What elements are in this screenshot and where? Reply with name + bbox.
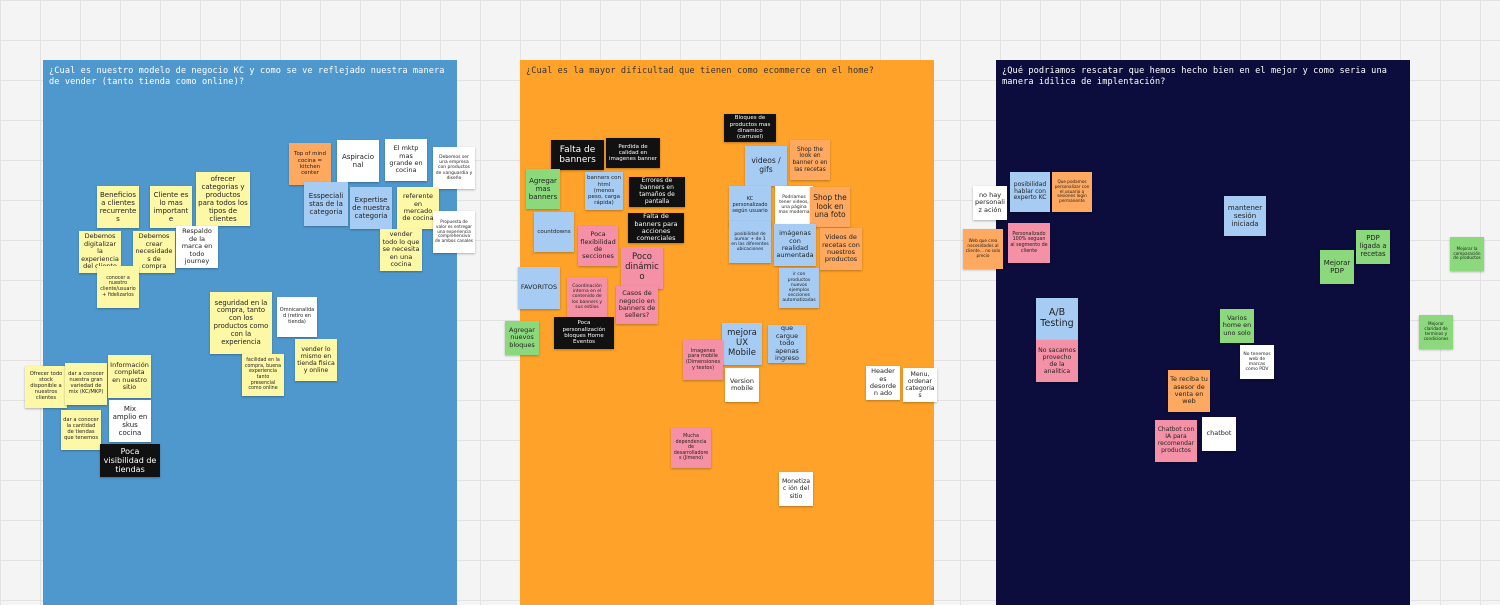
- sticky-note[interactable]: Beneficios a clientes recurrentes: [97, 186, 139, 228]
- sticky-note[interactable]: ofrecer categorias y productos para todo…: [196, 172, 250, 226]
- sticky-note[interactable]: Top of mind cocina = kitchen center: [289, 143, 331, 185]
- sticky-note[interactable]: Información completa en nuestro sitio: [108, 355, 151, 398]
- sticky-note[interactable]: Esspeciali stas de la categoria: [304, 182, 348, 226]
- sticky-note[interactable]: mejora UX Mobile: [722, 323, 762, 365]
- sticky-note[interactable]: Poca personalización bloques Home Evento…: [554, 317, 614, 349]
- sticky-note[interactable]: Poco dinámico: [621, 247, 663, 289]
- sticky-note[interactable]: Imagenes para mobile (Dimensiones y text…: [683, 340, 723, 380]
- sticky-note[interactable]: Errores de banners en tamaños de pantall…: [629, 177, 685, 207]
- sticky-note[interactable]: dar a conocer la cantidad de tiendas que…: [61, 410, 101, 450]
- sticky-note[interactable]: Coordinación interna en el contenido de …: [567, 277, 607, 317]
- sticky-note[interactable]: referente en mercado de cocina: [397, 187, 439, 229]
- sticky-note[interactable]: Monetizac ión del sitio: [779, 472, 813, 506]
- sticky-note[interactable]: Mucha dependencia de desarrolladores (Ji…: [671, 428, 711, 468]
- sticky-note[interactable]: Shop the look en banner o en las recetas: [790, 140, 830, 180]
- sticky-note[interactable]: Mejorar claridad de terminos y condicion…: [1419, 315, 1453, 349]
- sticky-note[interactable]: mantener sesión iniciada: [1224, 196, 1266, 236]
- sticky-note[interactable]: Chatbot con IA para recomendar productos: [1155, 420, 1197, 462]
- sticky-note[interactable]: Perdida de calidad en imagenes banner: [606, 138, 660, 168]
- sticky-note[interactable]: Poca flexibilidad de secciones: [578, 226, 618, 266]
- frame-title: ¿Cual es nuestro modelo de negocio KC y …: [49, 66, 445, 87]
- sticky-note[interactable]: Cliente es lo mas importante: [150, 186, 192, 228]
- sticky-note[interactable]: Agregar nuevos bloques: [505, 321, 539, 355]
- sticky-note[interactable]: Ofrecer todo stock disponible a nuestros…: [25, 366, 67, 408]
- sticky-note[interactable]: Podríamos tener videos, una página mas m…: [775, 186, 813, 224]
- sticky-note[interactable]: Shop the look en una foto: [810, 187, 850, 227]
- sticky-note[interactable]: Videos de recetas con nuestros productos: [820, 228, 862, 270]
- sticky-note[interactable]: PDP ligada a recetas: [1356, 230, 1390, 264]
- sticky-note[interactable]: vender lo mismo en tienda fisica y onlin…: [295, 339, 337, 381]
- sticky-note[interactable]: Expertise de nuestra categoria: [350, 187, 392, 229]
- sticky-note[interactable]: posibilidad de aumar + de 1 en las difer…: [729, 221, 771, 263]
- frame-rescue-ideas[interactable]: ¿Qué podriamos rescatar que hemos hecho …: [996, 60, 1410, 605]
- sticky-note[interactable]: posibilidad hablar con experto KC: [1010, 172, 1050, 212]
- sticky-note[interactable]: Varios home en uno solo: [1220, 309, 1254, 343]
- sticky-note[interactable]: Header es desorden ado: [866, 366, 900, 400]
- sticky-note[interactable]: Debemos crear necesidades de compra: [133, 231, 175, 273]
- sticky-note[interactable]: Omnicanalidad (retiro en tienda): [277, 297, 317, 337]
- sticky-note[interactable]: dar a conocer nuestra gran variedad de m…: [65, 363, 107, 405]
- sticky-note[interactable]: Aspiracio nal: [337, 140, 379, 182]
- sticky-note[interactable]: countdowns: [534, 212, 574, 252]
- sticky-note[interactable]: chatbot: [1202, 417, 1236, 451]
- frame-title: ¿Qué podriamos rescatar que hemos hecho …: [1002, 66, 1387, 87]
- sticky-note[interactable]: KC personalizado según usuario: [729, 186, 771, 226]
- sticky-note[interactable]: vender todo lo que se necesita en una co…: [380, 229, 422, 271]
- sticky-note[interactable]: ir con productos nuevos ejemplos seccion…: [779, 268, 819, 308]
- sticky-note[interactable]: El mktp mas grande en cocina: [385, 139, 427, 181]
- sticky-note[interactable]: imágenas con realidad aumentada: [774, 224, 816, 266]
- sticky-note[interactable]: No tenemos web de marcas como PDV: [1240, 345, 1274, 379]
- sticky-note[interactable]: Poca visibilidad de tiendas: [100, 444, 160, 477]
- sticky-note[interactable]: seguridad en la compra, tanto con los pr…: [210, 292, 272, 354]
- sticky-note[interactable]: conocer a nuestro cliente/usuario + fide…: [97, 266, 139, 308]
- sticky-note[interactable]: Version mobile: [725, 368, 759, 402]
- sticky-note[interactable]: Falta de banners: [551, 140, 604, 170]
- sticky-note[interactable]: Propuesta de valor es entregar una exper…: [433, 211, 475, 253]
- sticky-note[interactable]: A/B Testing: [1036, 298, 1078, 340]
- sticky-note[interactable]: Falta de banners para acciones comercial…: [628, 213, 684, 243]
- sticky-note[interactable]: FAVORITOS: [518, 267, 560, 309]
- sticky-note[interactable]: Web que crea necesidades al cliente... n…: [963, 229, 1003, 269]
- sticky-note[interactable]: banners con html (menos peso, carga rápi…: [585, 172, 623, 210]
- sticky-note[interactable]: Mejorar la comparación de productos: [1450, 237, 1484, 271]
- sticky-note[interactable]: Debemos ser una empresa con productos de…: [433, 147, 475, 189]
- frame-title: ¿Cual es la mayor dificultad que tienen …: [526, 66, 875, 76]
- sticky-note[interactable]: Te reciba tu asesor de venta en web: [1168, 370, 1210, 412]
- sticky-note[interactable]: Personalizado 100% seguan al segmento de…: [1008, 223, 1050, 263]
- sticky-note[interactable]: no hay personaliz ación: [973, 186, 1007, 220]
- sticky-note[interactable]: Agregar mas banners: [526, 169, 560, 209]
- sticky-note[interactable]: videos / gifs: [745, 146, 787, 186]
- sticky-note[interactable]: facilidad en la compra, buena experienci…: [242, 354, 284, 396]
- sticky-note[interactable]: Que podamos personalizar con el usuario …: [1052, 172, 1092, 212]
- sticky-note[interactable]: Menu, ordenar categorias: [903, 368, 937, 402]
- sticky-note[interactable]: Mejorar PDP: [1320, 250, 1354, 284]
- sticky-note[interactable]: que cargue todo apenas ingreso: [768, 325, 806, 363]
- sticky-note[interactable]: No sacamos provecho de la analitica: [1036, 340, 1078, 382]
- sticky-note[interactable]: Bloques de productos mas dinamico (carru…: [724, 114, 776, 142]
- sticky-note[interactable]: Respaldo de la marca en todo journey: [176, 226, 218, 268]
- sticky-note[interactable]: Mix amplio en skus cocina: [109, 400, 151, 442]
- sticky-note[interactable]: Casos de negocio en banners de sellers?: [616, 286, 658, 324]
